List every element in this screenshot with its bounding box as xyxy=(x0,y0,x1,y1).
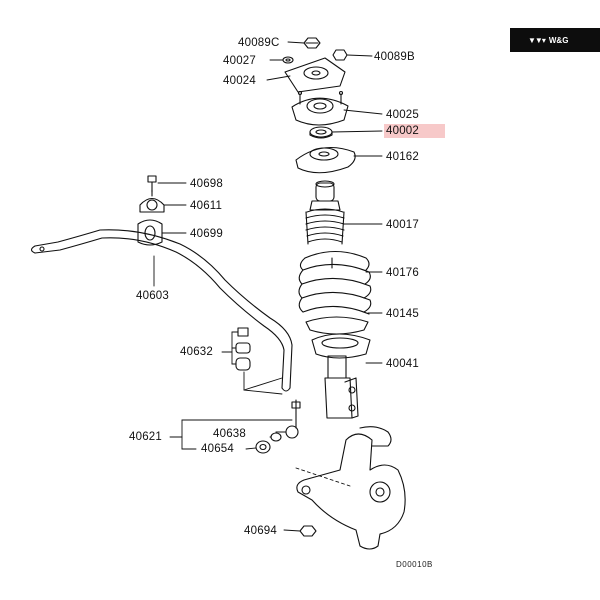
part-label-40638[interactable]: 40638 xyxy=(213,428,246,440)
bolt-40089b xyxy=(332,49,348,61)
part-label-40176[interactable]: 40176 xyxy=(386,267,419,279)
part-label-40162[interactable]: 40162 xyxy=(386,151,419,163)
bushing-40654 xyxy=(255,440,271,454)
link-bushing-40632c xyxy=(235,357,251,371)
part-label-40027[interactable]: 40027 xyxy=(223,55,256,67)
part-label-40145[interactable]: 40145 xyxy=(386,308,419,320)
strut-mount-40025 xyxy=(291,90,349,126)
part-label-40089c[interactable]: 40089C xyxy=(238,37,280,49)
leader-lines xyxy=(153,41,383,532)
bushing-40699 xyxy=(137,219,163,246)
top-nut-40089c xyxy=(303,37,321,49)
wing-icon: ▼▼▾ xyxy=(528,35,546,45)
washer-40027 xyxy=(282,56,294,64)
part-label-40025[interactable]: 40025 xyxy=(386,109,419,121)
brand-logo: ▼▼▾ W&G xyxy=(510,28,600,52)
part-label-40017[interactable]: 40017 xyxy=(386,219,419,231)
part-label-40699[interactable]: 40699 xyxy=(190,228,223,240)
o-ring-40638 xyxy=(270,432,282,442)
part-label-40611[interactable]: 40611 xyxy=(190,200,223,212)
part-label-40041[interactable]: 40041 xyxy=(386,358,419,370)
part-label-40698[interactable]: 40698 xyxy=(190,178,223,190)
part-label-40002-highlighted[interactable]: 40002 xyxy=(384,124,445,138)
mount-plate-40024 xyxy=(284,57,346,93)
bracket-40611 xyxy=(139,189,165,213)
drawing-code: D00010B xyxy=(396,560,433,569)
part-label-40603[interactable]: 40603 xyxy=(136,290,169,302)
link-bushing-40632b xyxy=(235,342,251,354)
nut-40694 xyxy=(299,525,317,537)
part-label-40694[interactable]: 40694 xyxy=(244,525,277,537)
strut-40041 xyxy=(311,333,371,419)
coil-spring-40176 xyxy=(298,251,372,315)
stabilizer-bar-40603 xyxy=(30,229,293,392)
part-label-40024[interactable]: 40024 xyxy=(223,75,256,87)
bearing-40002 xyxy=(309,126,333,139)
stabilizer-link-40621 xyxy=(275,399,301,439)
boot-40017 xyxy=(305,180,345,245)
brand-logo-text: W&G xyxy=(548,35,569,45)
spring-pad-40145 xyxy=(305,316,369,335)
link-nut-40632a xyxy=(237,327,249,337)
part-label-40654[interactable]: 40654 xyxy=(201,443,234,455)
spring-seat-40162 xyxy=(295,147,356,174)
bolt-40698 xyxy=(147,175,157,193)
knuckle xyxy=(296,426,406,550)
part-label-40632[interactable]: 40632 xyxy=(180,346,213,358)
part-label-40089b[interactable]: 40089B xyxy=(374,51,415,63)
part-label-40621[interactable]: 40621 xyxy=(129,431,162,443)
